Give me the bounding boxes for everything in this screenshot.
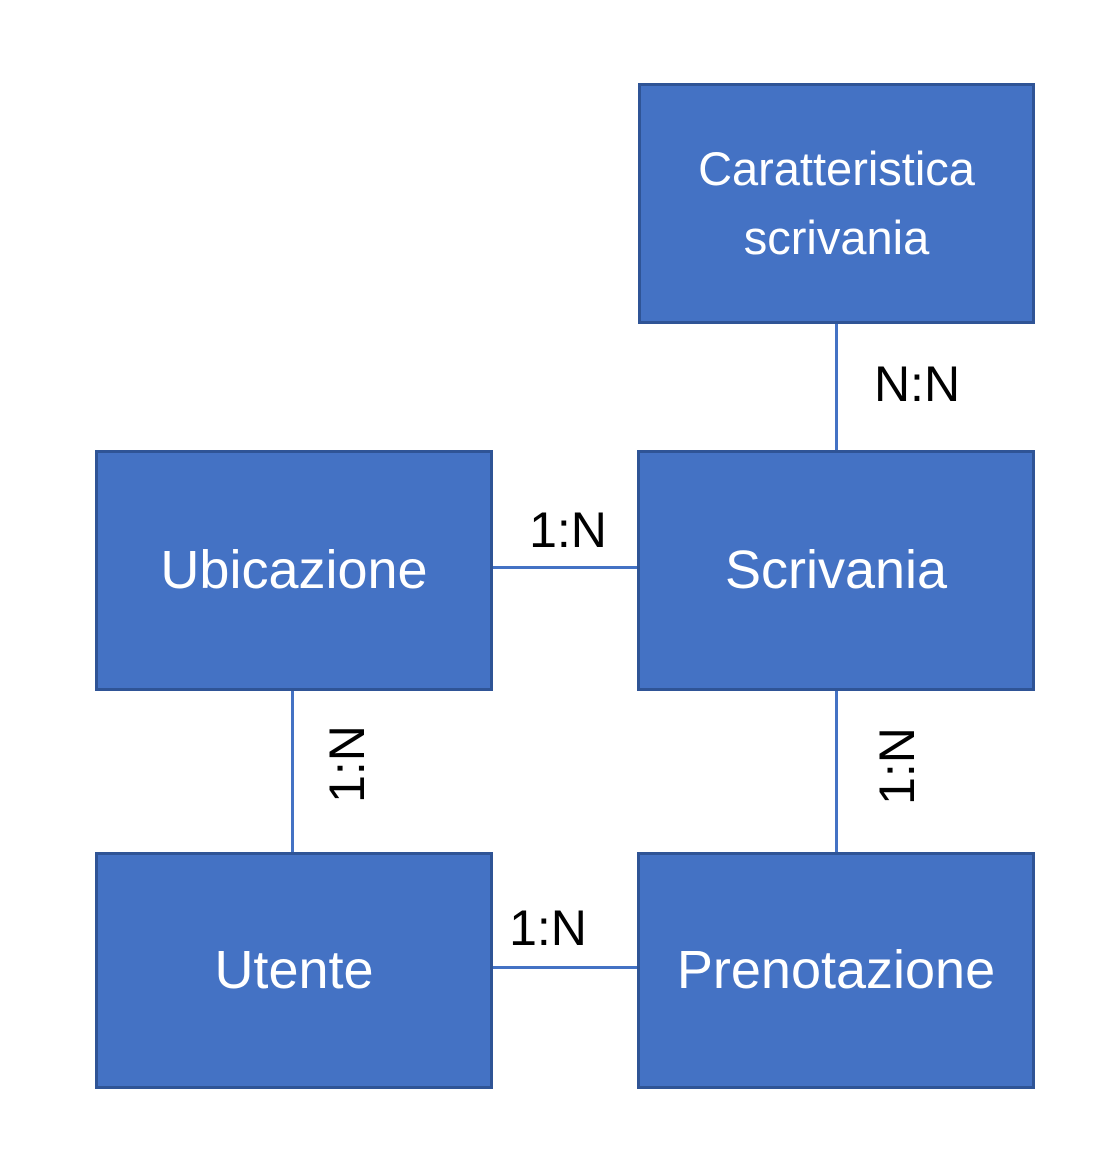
cardinality-label-ubicazione-scrivania: 1:N	[529, 502, 607, 558]
entity-utente: Utente	[95, 852, 493, 1089]
entity-ubicazione: Ubicazione	[95, 450, 493, 691]
entity-label: Caratteristica scrivania	[698, 142, 975, 264]
connector-utente-prenotazione	[493, 966, 637, 969]
cardinality-label-nn: N:N	[873, 356, 961, 412]
connector-caratteristica-scrivania	[835, 324, 838, 450]
connector-ubicazione-scrivania	[493, 566, 637, 569]
entity-caratteristica-scrivania: Caratteristica scrivania	[638, 83, 1035, 324]
cardinality-label-scrivania-prenotazione: 1:N	[869, 727, 925, 805]
entity-label: Prenotazione	[676, 940, 996, 1001]
connector-scrivania-prenotazione	[835, 691, 838, 852]
entity-label: Scrivania	[724, 540, 948, 601]
cardinality-label-ubicazione-utente: 1:N	[319, 725, 375, 803]
entity-prenotazione: Prenotazione	[637, 852, 1035, 1089]
connector-ubicazione-utente	[291, 691, 294, 852]
cardinality-label-utente-prenotazione: 1:N	[509, 900, 587, 956]
entity-scrivania: Scrivania	[637, 450, 1035, 691]
entity-label: Utente	[214, 940, 374, 1001]
entity-label: Ubicazione	[160, 540, 428, 601]
